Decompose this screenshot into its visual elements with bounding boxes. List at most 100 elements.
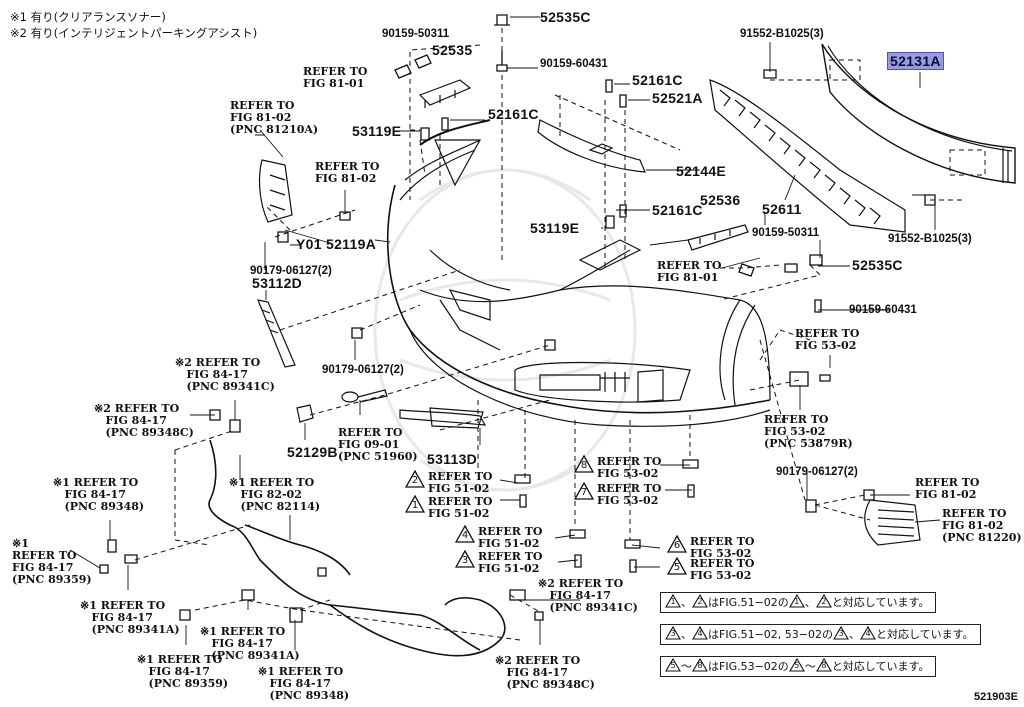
highlight-badge[interactable]: 52131A [887,52,944,70]
refer-fig-53-02-pnc-53879R[interactable]: REFER TO FIG 53-02 (PNC 53879R) [764,413,853,450]
part-90159-60431-top[interactable]: 90159-60431 [540,58,608,70]
triangle-mark-icon: 1 [788,594,805,608]
refer-fig-84-17-pnc-89348-b[interactable]: ※1 REFER TO FIG 84-17 (PNC 89348) [258,665,350,702]
triangle-mark-number: 2 [411,475,419,486]
triangle-mark-8-icon: 8 [573,454,595,473]
part-90159-60431-right[interactable]: 90159-60431 [849,304,917,316]
refer-fig-82-02-pnc-82114[interactable]: ※1 REFER TO FIG 82-02 (PNC 82114) [229,476,321,513]
triangle-mark-6-icon: 6 [666,534,688,553]
refer-fig-81-01-right[interactable]: REFER TO FIG 81-01 [657,259,722,284]
part-52131A-highlighted[interactable]: 52131A [887,52,944,70]
cover-cap-52129B[interactable] [296,404,314,423]
retainer-52535[interactable] [418,79,472,108]
part-52161C-low[interactable]: 52161C [652,202,703,218]
marked-ref-label-6[interactable]: REFER TO FIG 53-02 [690,535,755,560]
part-52521A[interactable]: 52521A [652,90,703,106]
part-53119E-mid[interactable]: 53119E [530,220,580,236]
refer-fig-81-01-top[interactable]: REFER TO FIG 81-01 [303,65,368,90]
triangle-mark-4-icon: 4 [454,524,476,543]
retainer-52536[interactable] [687,224,749,251]
side-grille-53112D[interactable] [257,299,296,368]
refer-fig-53-02-top[interactable]: REFER TO FIG 53-02 [795,327,860,352]
part-52536[interactable]: 52536 [700,192,741,208]
triangle-mark-icon: 1 [665,594,681,608]
refer-fig-84-17-pnc-89359-left[interactable]: ※1 REFER TO FIG 84-17 (PNC 89359) [12,537,92,586]
triangle-mark-number: 7 [580,487,588,498]
refer-fig-84-17-pnc-89341A-a[interactable]: ※1 REFER TO FIG 84-17 (PNC 89341A) [80,599,180,636]
triangle-mark-number: 5 [673,562,681,573]
part-53113D[interactable]: 53113D [427,451,478,467]
part-52611[interactable]: 52611 [762,201,802,217]
part-Y01-52119A[interactable]: Y01 52119A [296,236,377,252]
part-52161C-top[interactable]: 52161C [632,72,683,88]
part-90159-50311-left[interactable]: 90159-50311 [382,28,450,40]
part-90159-50311-right[interactable]: 90159-50311 [752,227,820,239]
part-52535C-right[interactable]: 52535C [852,257,903,273]
tow-hook[interactable] [341,389,388,403]
triangle-mark-icon: 5 [788,658,805,672]
part-53112D[interactable]: 53112D [252,275,303,291]
refer-fig-81-02-right[interactable]: REFER TO FIG 81-02 [915,476,980,501]
fog-lamp-left[interactable] [258,159,293,223]
triangle-mark-3-icon: 3 [454,549,476,568]
part-52535[interactable]: 52535 [432,42,473,58]
part-90179-06127-c[interactable]: 90179-06127(2) [776,466,858,478]
part-52535C-top[interactable]: 52535C [540,9,591,25]
refer-fig-84-17-pnc-89359-b[interactable]: ※1 REFER TO FIG 84-17 (PNC 89359) [137,653,229,690]
refer-fig-84-17-pnc-89348-left[interactable]: ※1 REFER TO FIG 84-17 (PNC 89348) [53,476,145,513]
marked-ref-label-5[interactable]: REFER TO FIG 53-02 [690,557,755,582]
triangle-mark-number: 8 [580,460,588,471]
fog-lamp-right[interactable] [864,499,921,546]
grille-53113D[interactable] [399,407,487,429]
marked-ref-label-7[interactable]: REFER TO FIG 53-02 [597,482,662,507]
triangle-mark-icon: 2 [815,594,832,608]
refer-fig-81-02-pnc-81220[interactable]: REFER TO FIG 81-02 (PNC 81220) [942,507,1022,544]
absorber-52611[interactable] [709,79,906,233]
part-52129B[interactable]: 52129B [287,444,338,460]
part-52144E[interactable]: 52144E [676,163,727,179]
part-90179-06127-a[interactable]: 90179-06127(2) [250,265,332,277]
triangle-mark-7-icon: 7 [573,481,595,500]
triangle-mark-2-icon: 2 [404,469,426,488]
refer-fig-81-02-pnc-81210A[interactable]: REFER TO FIG 81-02 (PNC 81210A) [230,99,319,136]
triangle-mark-number: 1 [411,500,419,511]
marked-ref-label-4[interactable]: REFER TO FIG 51-02 [478,525,543,550]
triangle-mark-icon: 5 [665,658,681,672]
ipa-harness[interactable] [329,597,506,657]
watermark-emblem [373,168,637,492]
marked-ref-label-2[interactable]: REFER TO FIG 51-02 [428,470,493,495]
triangle-mark-icon: 3 [665,626,681,640]
refer-fig-84-17-pnc-89341C-top[interactable]: ※2 REFER TO FIG 84-17 (PNC 89341C) [175,356,275,393]
part-91552-B1025-bottom[interactable]: 91552-B1025(3) [888,233,972,245]
triangle-mark-icon: 3 [833,626,849,640]
sonar-harness-82114[interactable] [208,439,481,651]
part-91552-B1025-top[interactable]: 91552-B1025(3) [740,28,824,40]
leader-lines [69,16,941,650]
refer-fig-84-17-pnc-89348C-b[interactable]: ※2 REFER TO FIG 84-17 (PNC 89348C) [495,654,595,691]
part-52161C-mid[interactable]: 52161C [488,106,539,122]
assembly-dashed-lines [134,28,986,641]
refer-fig-84-17-pnc-89341C-b[interactable]: ※2 REFER TO FIG 84-17 (PNC 89341C) [538,577,638,614]
marked-ref-label-3[interactable]: REFER TO FIG 51-02 [478,550,543,575]
marked-ref-label-8[interactable]: REFER TO FIG 53-02 [597,455,662,480]
triangle-mark-icon: 2 [692,594,708,608]
triangle-mark-number: 4 [461,530,469,541]
refer-fig-09-01-pnc-51960[interactable]: REFER TO FIG 09-01 (PNC 51960) [338,426,418,463]
triangle-mark-icon: 4 [860,626,876,640]
part-90179-06127-b[interactable]: 90179-06127(2) [322,364,404,376]
reinforcement-52131A[interactable] [821,43,1016,184]
note-2-intelligent-parking-assist: ※2 有り(インテリジェントパーキングアシスト) [10,26,258,40]
part-53119E-left[interactable]: 53119E [352,123,402,139]
refer-fig-84-17-pnc-89341A-b[interactable]: ※1 REFER TO FIG 84-17 (PNC 89341A) [200,625,300,662]
refer-fig-81-02-bolt[interactable]: REFER TO FIG 81-02 [315,160,380,185]
triangle-mark-icon: 4 [692,626,708,640]
upper-cover-52144E[interactable] [537,119,646,173]
bumper-cover-52119A[interactable] [387,119,771,427]
note-1-clearance-sonar: ※1 有り(クリアランスソナー) [10,10,166,24]
marked-ref-label-1[interactable]: REFER TO FIG 51-02 [428,495,493,520]
refer-fig-84-17-pnc-89348C-left[interactable]: ※2 REFER TO FIG 84-17 (PNC 89348C) [94,402,194,439]
